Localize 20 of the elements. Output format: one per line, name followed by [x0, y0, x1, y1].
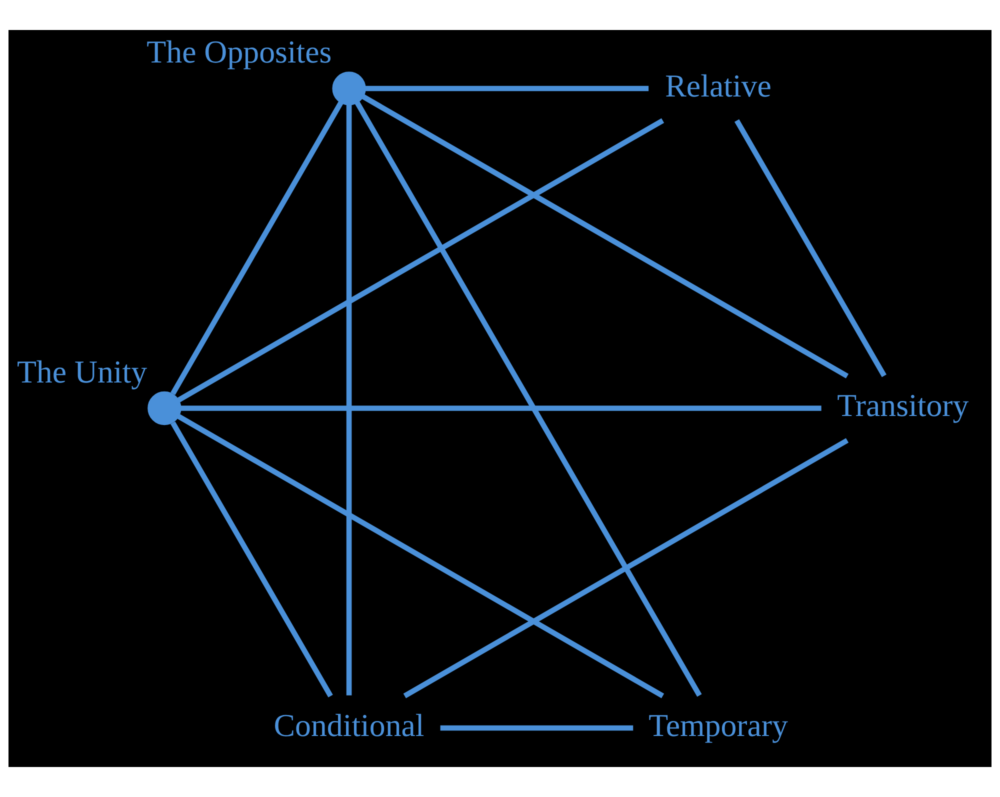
- connector: [177, 118, 664, 402]
- node-text: Relative: [665, 68, 772, 104]
- connector: [346, 104, 352, 696]
- node-text: Transitory: [837, 388, 969, 424]
- connector: [354, 101, 702, 697]
- connector: [734, 119, 886, 378]
- connector: [170, 101, 344, 395]
- connector: [440, 725, 634, 731]
- node-circle: [148, 391, 182, 426]
- connector: [177, 414, 664, 698]
- node-label: The Opposites: [146, 34, 332, 70]
- node-label: The Unity: [16, 354, 148, 390]
- connector: [170, 421, 333, 698]
- connector: [403, 438, 849, 698]
- connector: [180, 406, 822, 411]
- node-text: Temporary: [648, 708, 788, 743]
- node-text: Conditional: [274, 708, 424, 743]
- connector: [365, 86, 649, 92]
- connector: [362, 94, 849, 378]
- node-circle: [332, 72, 366, 106]
